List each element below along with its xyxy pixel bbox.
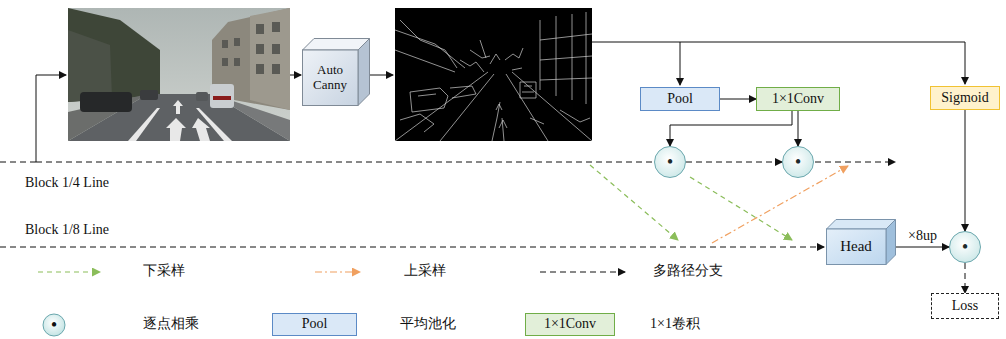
node-text: • — [667, 153, 673, 171]
legend-text: 多路径分支 — [653, 263, 723, 280]
edge-label: ×8up — [907, 228, 938, 245]
node-text: Auto Canny — [304, 63, 356, 93]
edge-detector-cube: Auto Canny — [302, 38, 370, 106]
dot-symbol: • — [51, 315, 57, 334]
node-text: Head — [840, 238, 872, 255]
line-label: Block 1/8 Line — [25, 222, 109, 239]
legend-text: 下采样 — [143, 263, 185, 280]
layout-wires — [0, 42, 965, 247]
cube-top — [827, 220, 896, 230]
cube-face: Auto Canny — [302, 50, 358, 106]
node-text: 1×1Conv — [772, 91, 824, 107]
node-text: Pool — [667, 91, 693, 107]
conv-box: 1×1Conv — [756, 87, 840, 111]
sigmoid-box: Sigmoid — [930, 86, 1000, 110]
connector — [798, 111, 799, 146]
pool-box: Pool — [640, 87, 720, 111]
cube-side — [886, 220, 896, 265]
node-text: Loss — [952, 298, 978, 314]
cube-side — [358, 39, 370, 106]
connector — [965, 110, 966, 231]
legend-text: 上采样 — [404, 263, 446, 280]
connector — [965, 263, 966, 293]
street-photo — [68, 8, 290, 141]
loss-box: Loss — [931, 293, 999, 319]
connector — [720, 99, 756, 100]
connector — [896, 247, 949, 248]
legend-text: 逐点相乘 — [143, 316, 199, 333]
legend-samples — [38, 272, 625, 336]
sampling-arrows — [590, 165, 848, 243]
connector — [670, 111, 792, 146]
legend-text: 1×1卷积 — [650, 316, 700, 333]
legend-text: 平均池化 — [400, 316, 456, 333]
sample-box-text: Pool — [302, 316, 328, 333]
connector — [686, 162, 782, 163]
cube-front — [303, 50, 359, 106]
head-block: Head — [826, 219, 896, 265]
multiply-circle: • — [949, 231, 981, 263]
cube-face: Head — [826, 229, 886, 265]
line-label: Block 1/4 Line — [25, 175, 109, 192]
node-text: Sigmoid — [941, 90, 988, 106]
multiply-circle: • — [782, 146, 814, 178]
node-text: • — [962, 238, 968, 256]
node-text: • — [795, 153, 801, 171]
multiply-circle: • — [654, 146, 686, 178]
sample-box-text: 1×1Conv — [544, 316, 596, 333]
edge-map — [395, 8, 592, 141]
cube-front — [827, 229, 887, 265]
